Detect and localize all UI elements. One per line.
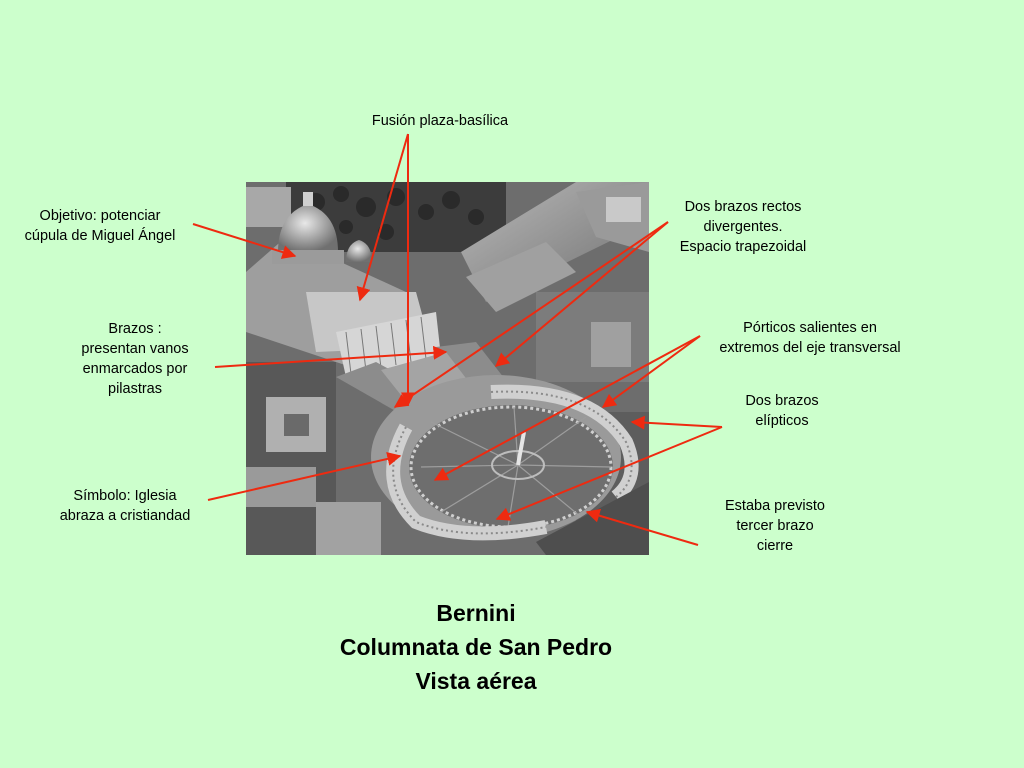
label-simbolo-iglesia: Símbolo: Iglesia abraza a cristiandad bbox=[59, 488, 191, 524]
arrow-porticos-1 bbox=[433, 335, 701, 481]
arrow-brazos bbox=[214, 345, 448, 368]
title-line-bernini: Bernini bbox=[436, 600, 516, 626]
label-dos-brazos-elipticos: Dos brazos elípticos bbox=[745, 393, 819, 429]
arrow-elipticos-1 bbox=[630, 415, 723, 430]
arrow-simbolo bbox=[207, 451, 402, 501]
arrow-tercer bbox=[585, 508, 699, 546]
label-tercer-brazo: Estaba previsto tercer brazo cierre bbox=[725, 498, 825, 554]
slide-title: Bernini Columnata de San Pedro Vista aér… bbox=[276, 596, 676, 698]
arrow-elipticos-2 bbox=[495, 426, 723, 521]
arrow-rectos-2 bbox=[494, 221, 669, 367]
label-objetivo-cupula: Objetivo: potenciar cúpula de Miguel Áng… bbox=[24, 208, 176, 244]
arrow-objetivo bbox=[192, 223, 297, 259]
arrow-rectos-1 bbox=[393, 221, 669, 408]
aerial-photo-st-peters-square bbox=[246, 182, 649, 555]
aerial-photo-drawing bbox=[246, 182, 649, 555]
label-dos-brazos-rectos: Dos brazos rectos divergentes. Espacio t… bbox=[679, 199, 807, 255]
arrow-porticos-2 bbox=[601, 335, 701, 408]
label-fusion-plaza-basilica: Fusión plaza-basílica bbox=[371, 113, 509, 129]
label-brazos-vanos: Brazos : presentan vanos enmarcados por … bbox=[81, 321, 189, 397]
title-line-columnata: Columnata de San Pedro bbox=[339, 634, 613, 660]
title-line-vista: Vista aérea bbox=[415, 668, 537, 694]
label-porticos-salientes: Pórticos salientes en extremos del eje t… bbox=[719, 320, 901, 356]
arrow-fusion-1 bbox=[356, 133, 409, 302]
